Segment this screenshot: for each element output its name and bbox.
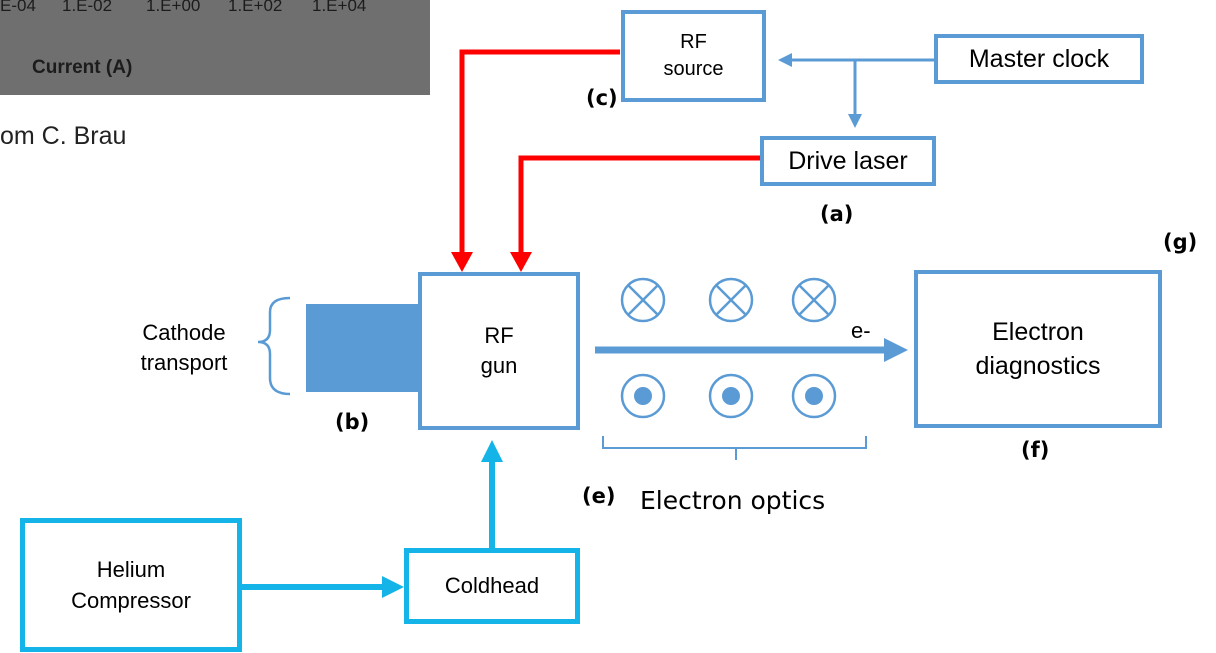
x-tick: 1.E+04 (312, 0, 367, 15)
tag-a: (a) (820, 202, 854, 226)
drive-laser-box: Drive laser (760, 136, 936, 186)
drive-laser-label: Drive laser (788, 146, 908, 175)
beam-label: e- (851, 318, 871, 343)
master-clock-box: Master clock (934, 34, 1144, 84)
compressor-to-coldhead-arrowhead (382, 576, 404, 598)
magnet-out-of-page-icon (791, 373, 837, 419)
x-tick: 1.E-02 (62, 0, 113, 15)
electron-optics-label: Electron optics (640, 486, 826, 515)
magnet-into-page-icon (791, 277, 837, 323)
electron-diagnostics-label: Electron diagnostics (975, 318, 1101, 380)
tag-e: (e) (582, 484, 616, 508)
cathode-transport-label: Cathode transport (140, 320, 228, 375)
clock-to-rf-arrowhead (778, 53, 792, 67)
master-clock-label: Master clock (968, 44, 1110, 73)
coldhead-label: Coldhead (444, 573, 540, 598)
laser-feed-arrowhead (510, 252, 532, 272)
cathode-transport-block (306, 304, 418, 392)
tag-b: (b) (335, 410, 370, 434)
magnet-into-page-icon (708, 277, 754, 323)
magnet-out-of-page-icon (620, 373, 666, 419)
magnet-into-page-icon (620, 277, 666, 323)
coldhead-box: Coldhead (404, 548, 580, 624)
rf-gun-box: RF gun (418, 272, 580, 430)
x-tick: E-04 (0, 0, 36, 15)
rf-source-label: RF source (663, 31, 724, 80)
rf-feed-arrowhead (451, 252, 473, 272)
chart-fragment: E-04 1.E-02 1.E+00 1.E+02 1.E+04 Current… (0, 0, 430, 95)
figure-caption: om C. Brau (0, 122, 127, 150)
x-tick: 1.E+00 (146, 0, 201, 15)
clock-to-laser-arrowhead (848, 114, 862, 128)
tag-c: (c) (586, 86, 618, 110)
rf-source-box: RF source (621, 10, 766, 102)
x-axis-label: Current (A) (32, 57, 133, 78)
tag-g: (g) (1163, 230, 1198, 254)
helium-compressor-box: Helium Compressor (20, 518, 242, 652)
cathode-transport-brace (257, 296, 291, 396)
x-tick-labels: E-04 1.E-02 1.E+00 1.E+02 1.E+04 (0, 0, 430, 18)
helium-compressor-label: Helium Compressor (71, 557, 191, 613)
x-tick: 1.E+02 (228, 0, 283, 15)
beam-arrowhead (884, 338, 908, 362)
electron-optics-bracket (602, 436, 867, 460)
laser-feed-line (518, 155, 760, 252)
coldhead-to-gun-arrowhead (481, 440, 503, 462)
rf-feed-line (459, 49, 620, 252)
electron-diagnostics-box: Electron diagnostics (914, 270, 1162, 428)
tag-f: (f) (1021, 438, 1050, 462)
magnet-out-of-page-icon (708, 373, 754, 419)
rf-gun-label: RF gun (480, 323, 518, 378)
